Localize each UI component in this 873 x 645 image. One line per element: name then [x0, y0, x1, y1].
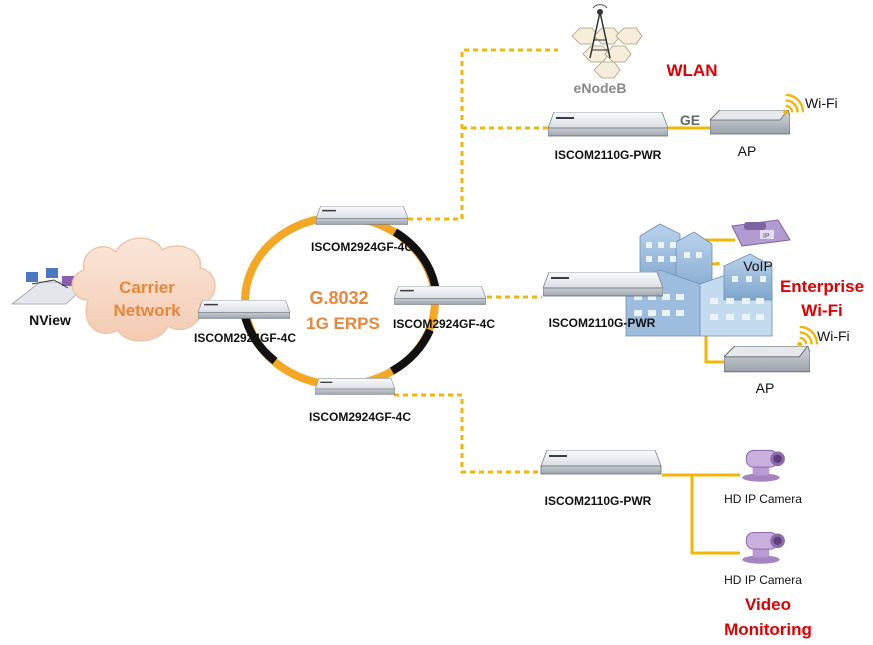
ring-protocol-label: G.8032	[309, 288, 368, 308]
voip-label: VoIP	[743, 258, 773, 274]
video-links	[662, 473, 740, 555]
switch-icon-video[interactable]	[540, 450, 662, 475]
switch-label-ring-right: ISCOM2924GF-4C	[393, 317, 495, 331]
switch-label-video: ISCOM2110G-PWR	[545, 494, 652, 508]
wifi-label-enterprise: Wi-Fi	[817, 328, 850, 344]
camera1-label: HD IP Camera	[724, 492, 802, 506]
ap-icon-wlan[interactable]	[710, 110, 790, 135]
switch-label-wlan: ISCOM2110G-PWR	[555, 148, 662, 162]
ap-label-wlan: AP	[738, 143, 757, 159]
uplink-wlan-dashed	[408, 48, 558, 221]
switch-icon-ring-left[interactable]	[198, 300, 290, 319]
camera-icon-1[interactable]	[741, 449, 786, 482]
wlan-title: WLAN	[667, 61, 718, 80]
cloud-label-line1: Carrier	[119, 278, 175, 297]
switch-label-ring-left: ISCOM2924GF-4C	[194, 331, 296, 345]
cloud-label-line2: Network	[113, 301, 181, 320]
video-title-line2: Monitoring	[724, 620, 812, 639]
switch-label-ring-top: ISCOM2924GF-4C	[311, 240, 413, 254]
switch-icon-ring-right[interactable]	[394, 286, 486, 305]
enterprise-title-line2: Wi-Fi	[801, 301, 842, 320]
camera-icon-2[interactable]	[741, 531, 786, 564]
uplink-video-dashed	[394, 393, 540, 474]
ap-icon-enterprise[interactable]	[724, 346, 810, 373]
svg-text:IP: IP	[763, 233, 770, 240]
ring-speed-label: 1G ERPS	[306, 314, 380, 333]
enodeb-label: eNodeB	[574, 80, 627, 96]
wifi-label-wlan: Wi-Fi	[805, 95, 838, 111]
switch-icon-ring-top[interactable]	[316, 206, 408, 225]
video-title-line1: Video	[745, 595, 791, 614]
nms-label: NView	[29, 312, 71, 328]
switch-icon-wlan[interactable]	[548, 112, 668, 137]
switch-icon-enterprise[interactable]	[543, 272, 663, 297]
enodeb-tower-icon	[571, 4, 643, 79]
ap-label-enterprise: AP	[756, 380, 775, 396]
ge-label: GE	[680, 112, 700, 128]
ip-phone-icon: IP	[731, 219, 791, 247]
switch-label-ring-bottom: ISCOM2924GF-4C	[309, 410, 411, 424]
switch-label-enterprise: ISCOM2110G-PWR	[549, 316, 656, 330]
enterprise-title-line1: Enterprise	[780, 277, 864, 296]
switch-icon-ring-bottom[interactable]	[315, 377, 395, 395]
cloud-icon	[71, 237, 216, 342]
wifi-icon-enterprise	[796, 326, 818, 348]
camera2-label: HD IP Camera	[724, 573, 802, 587]
wifi-icon-wlan	[782, 94, 804, 116]
